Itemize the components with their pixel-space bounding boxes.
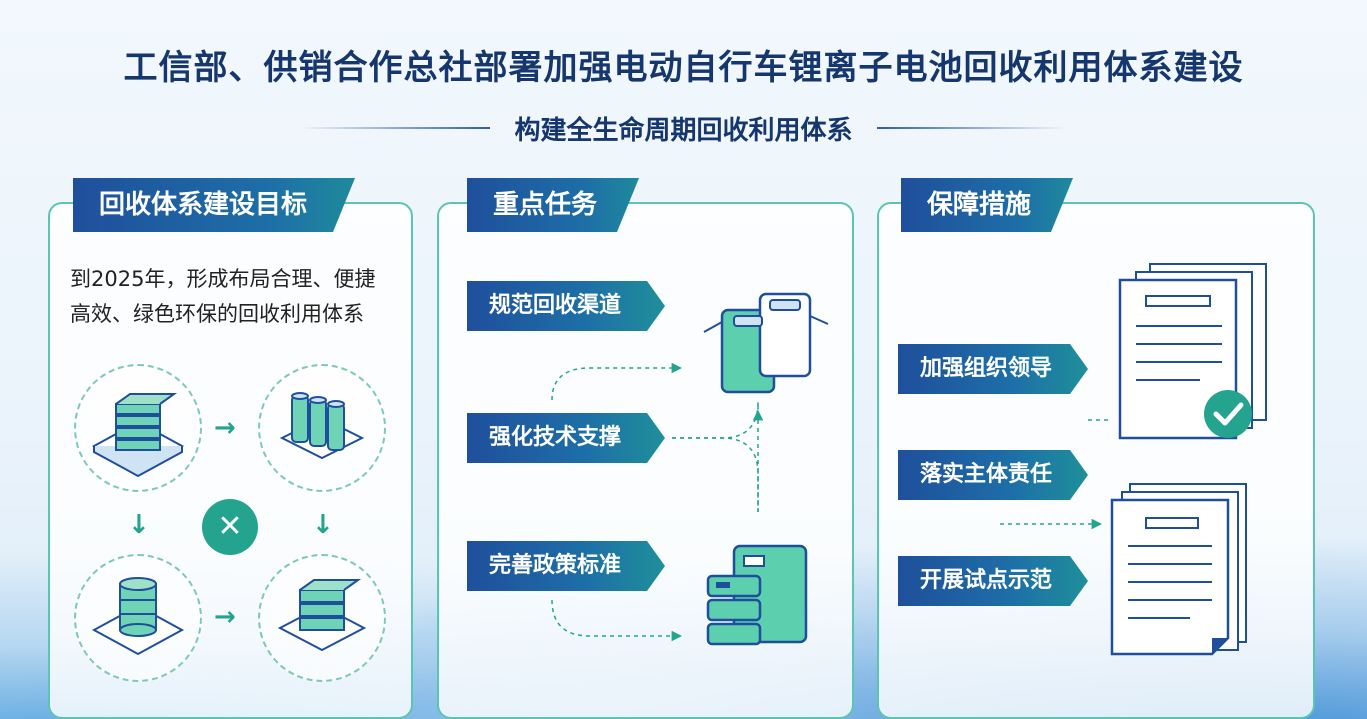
goal-text: 到2025年，形成布局合理、便捷 高效、绿色环保的回收利用体系 <box>70 262 400 332</box>
battery-stack-icon <box>91 393 185 478</box>
arrow-down-icon: ↓ <box>312 510 334 540</box>
panel-goals-tag: 回收体系建设目标 <box>73 178 355 232</box>
measure-responsibility: 落实主体责任 <box>898 450 1088 500</box>
arrow-down-icon: ↓ <box>128 510 150 540</box>
subtitle-line-right <box>876 127 1067 129</box>
cylinder-battery-icon <box>91 577 185 656</box>
page-subtitle: 构建全生命周期回收利用体系 <box>514 115 853 146</box>
battery-cells-icon <box>279 392 365 460</box>
subtitle-line-left <box>300 127 491 129</box>
battery-cells-icon <box>703 292 829 394</box>
subtitle-row: 构建全生命周期回收利用体系 <box>0 108 1367 148</box>
measure-pilot: 开展试点示范 <box>898 556 1088 606</box>
task-policy-standards: 完善政策标准 <box>467 541 665 591</box>
goal-text-line-2: 高效、绿色环保的回收利用体系 <box>70 302 364 326</box>
panel-measures-tag: 保障措施 <box>901 178 1073 232</box>
arrow-right-icon: → <box>214 413 236 443</box>
recycle-icon: ✕ <box>202 499 258 555</box>
page-title: 工信部、供销合作总社部署加强电动自行车锂离子电池回收利用体系建设 <box>123 48 1244 88</box>
battery-stack-icon <box>706 544 808 646</box>
task-regulate-channels: 规范回收渠道 <box>467 281 665 331</box>
task-tech-support: 强化技术支撑 <box>467 413 665 463</box>
goal-text-line-1: 到2025年，形成布局合理、便捷 <box>70 267 376 291</box>
document-icon <box>1110 483 1247 656</box>
measure-organization: 加强组织领导 <box>898 344 1088 394</box>
arrow-right-icon: → <box>214 602 236 632</box>
document-check-icon <box>1118 263 1267 440</box>
battery-module-icon <box>277 579 367 652</box>
panel-tasks-tag: 重点任务 <box>467 178 639 232</box>
